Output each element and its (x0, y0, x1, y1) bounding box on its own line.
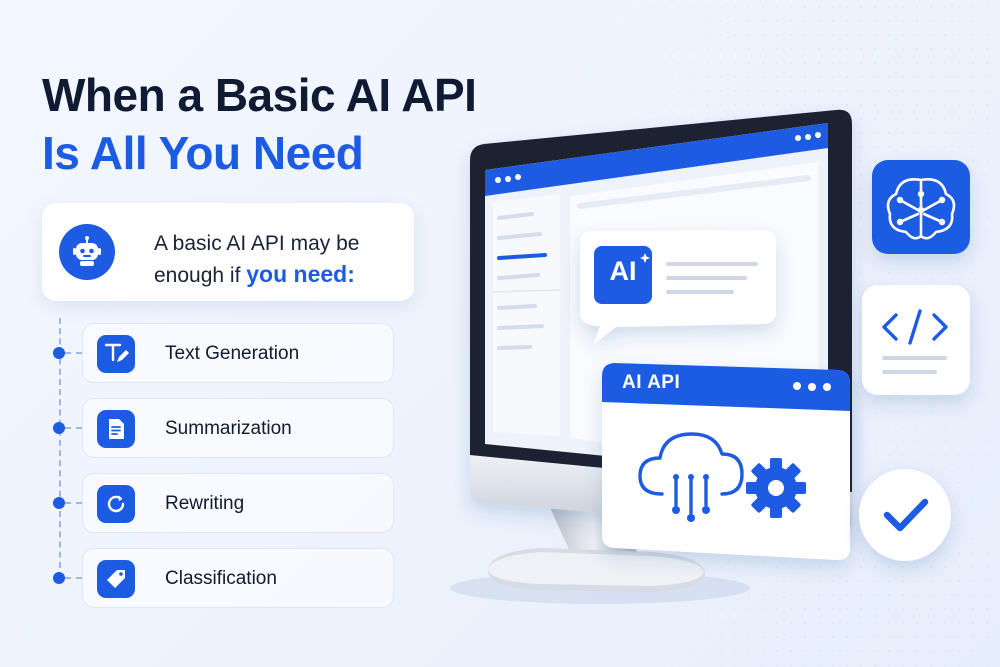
timeline-branch (65, 352, 82, 354)
gear-icon (746, 458, 806, 518)
intro-text-highlight: you need: (246, 261, 355, 287)
timeline-dot (53, 572, 65, 584)
window-dot (823, 383, 831, 391)
intro-text-body: A basic AI API may be enough if (154, 232, 360, 287)
intro-text: A basic AI API may be enough if you need… (154, 228, 404, 291)
feature-label: Summarization (165, 418, 292, 439)
feature-label: Text Generation (165, 343, 300, 364)
feature-classification: Classification (82, 548, 394, 608)
api-window-title: AI API (622, 372, 681, 393)
ai-badge-icon (594, 246, 652, 304)
code-icon (882, 309, 948, 345)
ai-badge-label: AI (609, 256, 637, 286)
code-card (862, 285, 970, 395)
document-icon (97, 410, 135, 448)
feature-summarization: Summarization (82, 398, 394, 458)
window-dot (808, 383, 816, 391)
timeline-branch (65, 502, 82, 504)
robot-icon (59, 224, 115, 280)
timeline-dot (53, 422, 65, 434)
feature-label: Classification (165, 568, 277, 589)
timeline-branch (65, 427, 82, 429)
feature-text-generation: Text Generation (82, 323, 394, 383)
ai-api-window (602, 363, 850, 560)
feature-label: Rewriting (165, 493, 245, 514)
refresh-icon (97, 485, 135, 523)
tag-icon (97, 560, 135, 598)
timeline-dot (53, 497, 65, 509)
timeline-branch (65, 577, 82, 579)
page-title-line-2: Is All You Need (42, 127, 364, 179)
window-dot (793, 382, 801, 390)
check-card (859, 469, 951, 561)
intro-card: A basic AI API may be enough if you need… (42, 203, 414, 301)
cloud-circuit-icon (638, 432, 744, 515)
timeline-dot (53, 347, 65, 359)
feature-rewriting: Rewriting (82, 473, 394, 533)
checkmark-icon (883, 498, 929, 532)
page-title-line-1: When a Basic AI API (42, 69, 477, 121)
text-edit-icon (97, 335, 135, 373)
timeline-connector (59, 318, 61, 578)
